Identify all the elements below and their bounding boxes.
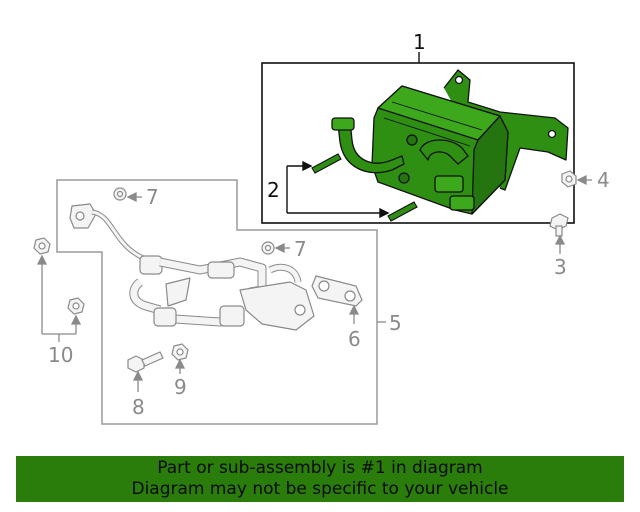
- callout-8: 8: [132, 395, 145, 419]
- banner-line-1: Part or sub-assembly is #1 in diagram: [157, 458, 483, 478]
- callout-2: 2: [267, 178, 280, 202]
- oil-cooler-hose-assembly[interactable]: [69, 203, 315, 331]
- callout-1: 1: [413, 30, 426, 54]
- nut-9[interactable]: [171, 343, 189, 361]
- seal-plate[interactable]: [311, 275, 363, 307]
- callout-9: 9: [174, 375, 187, 399]
- callout-7b: 7: [294, 237, 307, 261]
- oil-cooler-highlighted[interactable]: [331, 69, 569, 215]
- info-banner: Part or sub-assembly is #1 in diagram Di…: [16, 456, 624, 502]
- nut-4[interactable]: [561, 170, 577, 188]
- banner-line-2: Diagram may not be specific to your vehi…: [131, 479, 509, 499]
- callout-4: 4: [597, 168, 610, 192]
- callout-10: 10: [48, 343, 73, 367]
- nut-10b[interactable]: [67, 297, 85, 315]
- clip-7b[interactable]: [261, 241, 275, 255]
- stud-bolts[interactable]: [311, 153, 418, 222]
- bolt-8[interactable]: [127, 351, 164, 373]
- assembly-1-frame: [261, 62, 575, 224]
- grey-leaders: [36, 174, 592, 392]
- callout-7a: 7: [146, 185, 159, 209]
- assembly-5-frame: [56, 179, 378, 425]
- bolt-3[interactable]: [549, 213, 569, 237]
- clip-7a[interactable]: [113, 187, 127, 201]
- callout-3: 3: [554, 255, 567, 279]
- callout-2-leader: [286, 160, 390, 219]
- parts-diagram: 1 2 3 4 5 6 7 7 8 9 10: [33, 30, 610, 425]
- nut-10a[interactable]: [33, 237, 51, 255]
- callout-6: 6: [348, 327, 361, 351]
- callout-5: 5: [389, 311, 402, 335]
